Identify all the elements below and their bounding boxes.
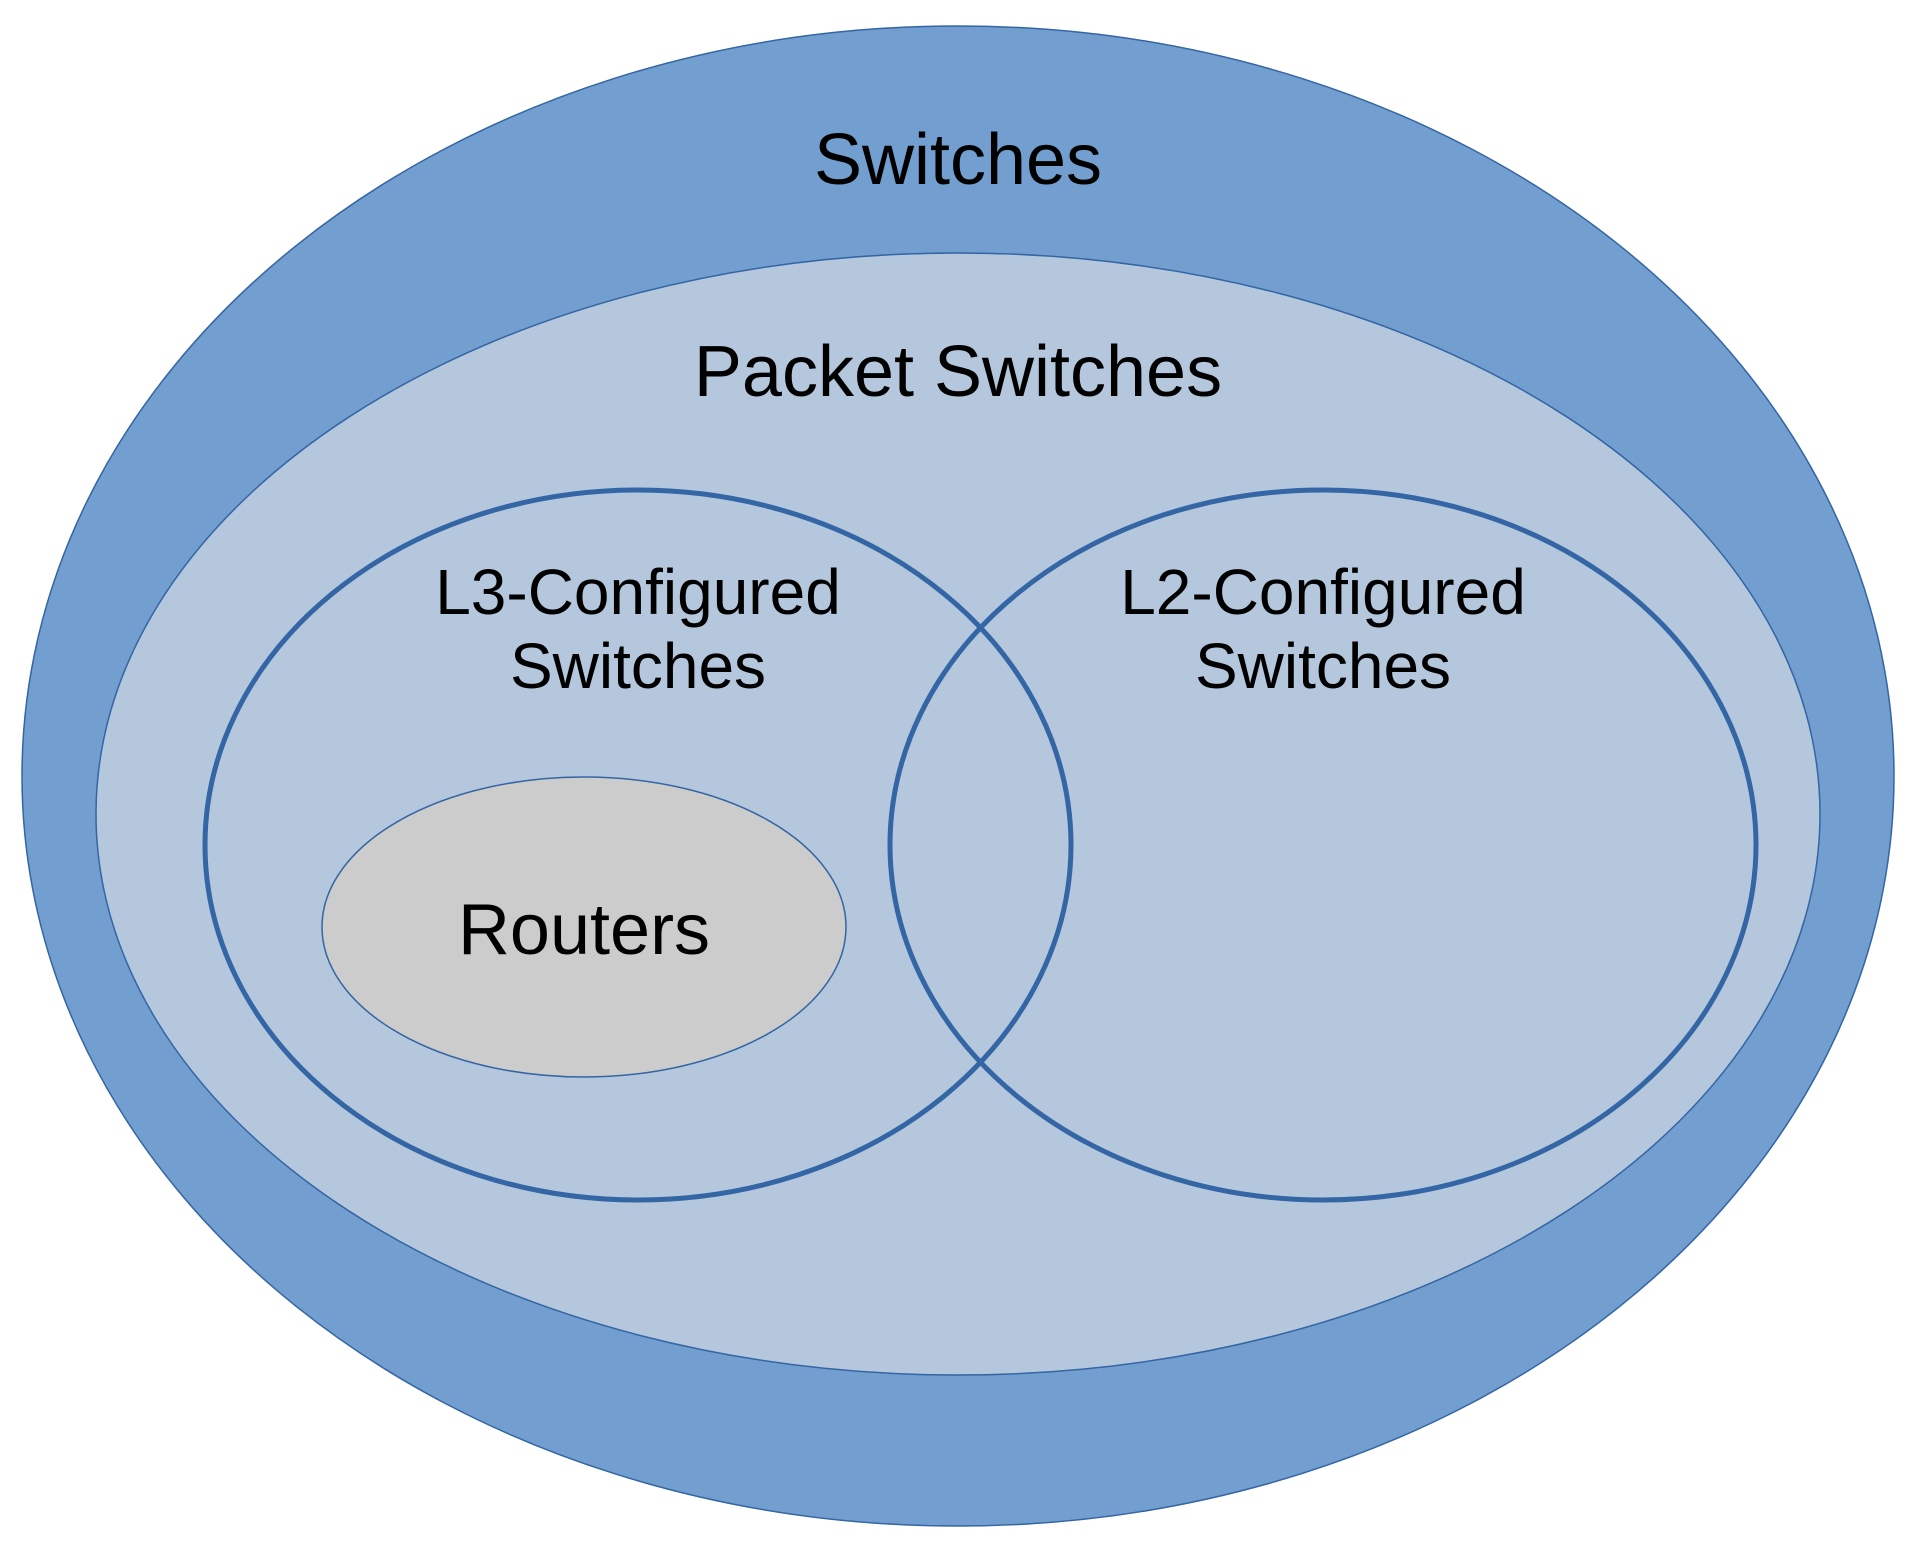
switches-label: Switches <box>814 120 1102 200</box>
l2-configured-label-line1: L2-Configured <box>1120 556 1526 628</box>
l3-configured-label-line2: Switches <box>510 630 766 702</box>
l3-configured-label-line1: L3-Configured <box>435 556 841 628</box>
l2-configured-switches-set <box>887 487 1759 1203</box>
packet-switches-set <box>95 252 1821 1376</box>
l2-configured-label-line2: Switches <box>1195 630 1451 702</box>
l3-configured-switches-set <box>202 487 1074 1203</box>
routers-set <box>321 776 847 1078</box>
packet-switches-label: Packet Switches <box>694 332 1222 412</box>
routers-label: Routers <box>458 890 710 970</box>
